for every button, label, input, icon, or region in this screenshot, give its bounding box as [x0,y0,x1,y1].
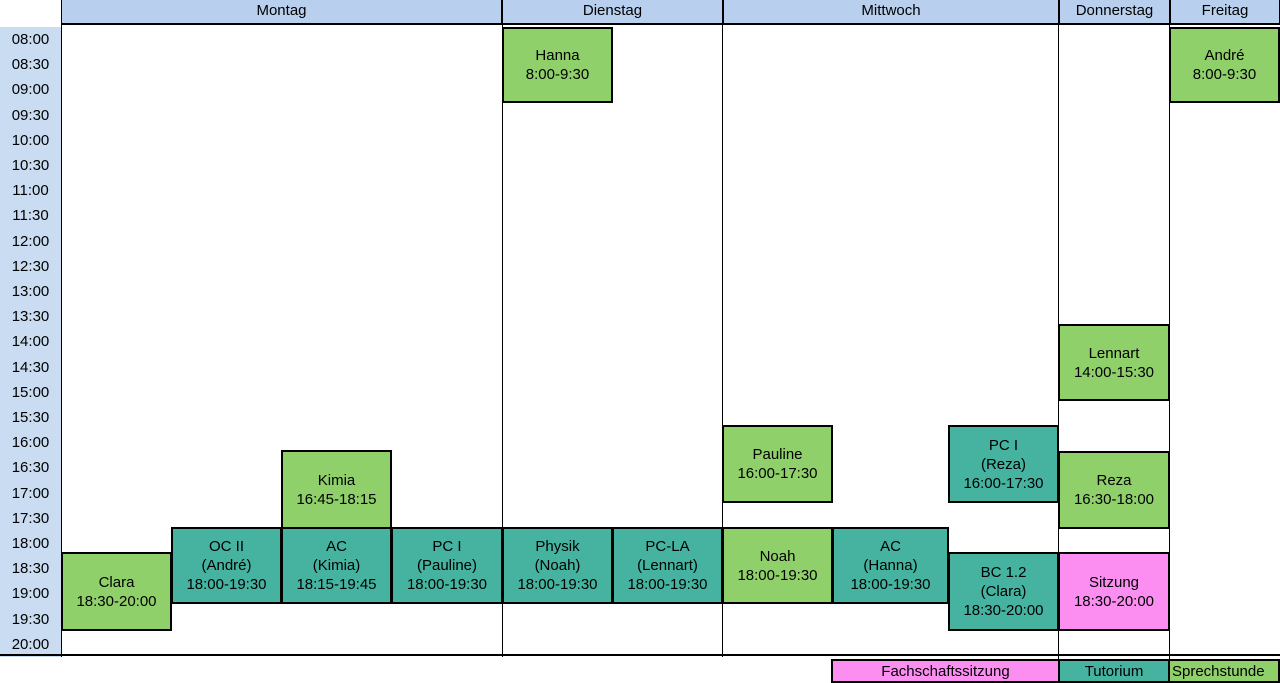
event-line: Noah [759,547,796,565]
event-line: PC I [432,538,462,555]
event-line: 18:30-20:00 [963,602,1044,619]
event-block[interactable]: AC (Kimia) 18:15-19:45 [281,527,392,604]
time-label: 09:00 [11,81,50,99]
event-line: AC [326,538,347,555]
event-line: Sitzung [1088,573,1140,591]
time-label: 15:30 [11,409,50,426]
grid-line [502,0,503,657]
time-label: 19:30 [11,610,50,628]
grid-line [61,0,62,657]
time-label: 18:00 [11,535,50,552]
time-label: 11:00 [12,182,49,200]
event-block[interactable]: OC II (André) 18:00-19:30 [171,527,282,604]
event-line: Hanna [535,47,580,64]
event-line: (Hanna) [863,557,918,574]
event-line: (André) [201,557,252,574]
time-label: 17:30 [11,509,50,527]
event-line: PC I [988,436,1019,454]
time-label: 13:00 [11,283,50,300]
time-label: 18:30 [11,560,50,578]
time-label: 15:00 [11,383,50,401]
day-header-freitag[interactable]: Freitag [1170,0,1280,25]
day-header-mittwoch[interactable]: Mittwoch [723,0,1059,25]
day-header-montag[interactable]: Montag [61,0,502,25]
time-label: 12:00 [11,232,50,250]
event-line: Lennart [1088,344,1140,362]
day-header-dienstag[interactable]: Dienstag [502,0,723,25]
event-line: 8:00-9:30 [525,66,590,83]
event-line: 16:30-18:00 [1073,491,1155,508]
event-line: 14:00-15:30 [1073,363,1155,381]
time-label: 16:30 [11,459,50,477]
event-line: 18:00-19:30 [850,576,931,593]
event-line: Pauline [752,446,803,463]
event-line: (Clara) [980,583,1027,600]
event-line: 18:00-19:30 [517,576,598,593]
event-line: (Kimia) [312,557,361,574]
event-line: 18:00-19:30 [186,576,267,593]
event-block[interactable]: PC I(Reza)16:00-17:30 [948,425,1059,503]
time-label: 10:00 [11,131,50,149]
day-header-donnerstag[interactable]: Donnerstag [1059,0,1170,25]
event-block[interactable]: Reza 16:30-18:00 [1058,451,1170,529]
legend-tutorium: Tutorium [1058,659,1170,683]
event-line: 18:30-20:00 [1073,592,1155,610]
event-line: (Reza) [980,455,1026,473]
event-block[interactable]: PC-LA (Lennart) 18:00-19:30 [612,527,723,604]
event-line: AC [880,538,901,555]
event-block[interactable]: Pauline 16:00-17:30 [722,425,833,503]
time-label: 14:30 [11,358,50,376]
time-label: 19:00 [11,585,50,603]
event-block[interactable]: Hanna 8:00-9:30 [502,27,613,103]
time-label: 20:00 [11,635,50,653]
time-label: 09:30 [11,106,50,124]
grid-line [722,0,723,657]
legend-fachschaftssitzung: Fachschaftssitzung [831,659,1060,683]
time-label: 12:30 [11,257,50,275]
time-label: 16:00 [11,434,50,452]
grid-bottom-line [0,654,1280,656]
event-block[interactable]: AC (Hanna) 18:00-19:30 [832,527,949,604]
event-line: 18:30-20:00 [76,592,157,610]
event-line: BC 1.2 [980,564,1027,581]
event-line: 8:00-9:30 [1192,66,1257,83]
time-label: 14:00 [11,333,50,351]
time-label: 11:30 [12,207,49,225]
event-line: 18:00-19:30 [627,576,708,593]
event-block[interactable]: PC I (Pauline) 18:00-19:30 [391,527,503,604]
event-line: 18:00-19:30 [737,566,818,584]
event-block[interactable]: André 8:00-9:30 [1169,27,1280,103]
event-block[interactable]: Physik (Noah) 18:00-19:30 [502,527,613,604]
event-line: 16:00-17:30 [963,474,1044,492]
event-line: Physik [535,538,580,555]
time-label: 08:00 [11,31,50,48]
event-line: Kimia [317,471,356,489]
event-line: 18:00-19:30 [406,576,488,593]
event-line: OC II [208,538,244,555]
event-line: PC-LA [645,538,690,555]
time-column [0,27,61,657]
event-line: (Noah) [534,557,581,574]
event-line: 18:15-19:45 [296,576,377,593]
event-line: (Lennart) [637,557,698,574]
legend-sprechstunde: Sprechstunde [1168,659,1280,683]
event-line: (Pauline) [416,557,478,574]
event-block[interactable]: BC 1.2 (Clara) 18:30-20:00 [948,552,1059,631]
time-label: 13:30 [11,308,50,326]
event-line: André [1204,47,1245,64]
event-line: Reza [1096,472,1132,489]
event-line: 16:00-17:30 [737,465,818,482]
time-label: 10:30 [11,157,50,174]
time-label: 08:30 [11,56,50,74]
event-line: 16:45-18:15 [296,490,377,508]
event-line: Clara [98,573,135,591]
time-label: 17:00 [11,484,50,502]
